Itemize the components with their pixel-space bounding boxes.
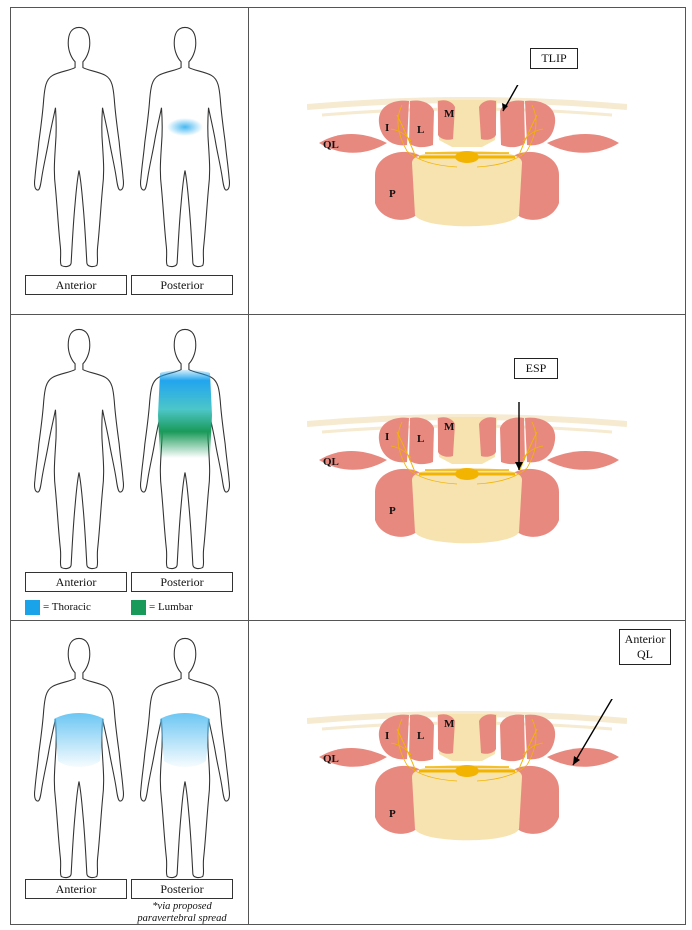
posterior-body-figure (136, 631, 234, 883)
muscle-label-quadratus-lumborum: QL (323, 139, 339, 151)
paravertebral-note: *via proposed paravertebral spread (131, 901, 233, 925)
anterior-label: Anterior (25, 879, 127, 899)
row-anterior-ql: Anterior Posterior *via proposed paraver… (10, 621, 686, 925)
legend-thoracic-label: = Thoracic (43, 601, 91, 613)
lumbar-coverage-area (167, 118, 203, 136)
row-esp: Anterior Posterior = Thoracic = Lumbar I… (10, 315, 686, 620)
muscle-label-iliocostalis: I (385, 431, 389, 443)
legend-lumbar-label: = Lumbar (149, 601, 193, 613)
dermatome-panel: Anterior Posterior (10, 7, 248, 314)
tlip-callout: TLIP (530, 48, 578, 69)
posterior-body-figure (136, 19, 234, 273)
muscle-label-multifidus: M (444, 718, 455, 730)
posterior-label: Posterior (131, 275, 233, 295)
muscle-label-longissimus: L (417, 124, 424, 136)
anterior-ql-callout: Anterior QL (619, 629, 671, 665)
esp-callout: ESP (514, 358, 558, 379)
anterior-body-figure (30, 19, 128, 273)
muscle-label-psoas: P (389, 188, 396, 200)
muscle-label-iliocostalis: I (385, 122, 389, 134)
anterior-body-figure (30, 323, 128, 573)
muscle-label-quadratus-lumborum: QL (323, 753, 339, 765)
legend-lumbar: = Lumbar (131, 598, 193, 616)
muscle-label-longissimus: L (417, 730, 424, 742)
row-tlip: Anterior Posterior I L M QL P TLIP (10, 7, 686, 314)
anterior-label: Anterior (25, 572, 127, 592)
muscle-label-longissimus: L (417, 433, 424, 445)
muscle-label-psoas: P (389, 808, 396, 820)
dermatome-panel: Anterior Posterior = Thoracic = Lumbar (10, 315, 248, 620)
anterior-coverage-area (54, 713, 104, 767)
lumbar-cross-section: I L M QL P (307, 402, 627, 562)
lumbar-cross-section: I L M QL P (307, 85, 627, 245)
lumbar-cross-section: I L M QL P (307, 699, 627, 859)
muscle-label-iliocostalis: I (385, 730, 389, 742)
posterior-coverage-area (160, 713, 210, 767)
anterior-body-figure (30, 631, 128, 883)
cross-section-panel: I L M QL P TLIP (249, 7, 686, 314)
legend-thoracic: = Thoracic (25, 598, 91, 616)
thoracic-lumbar-coverage-area (158, 370, 212, 458)
cross-section-panel: I L M QL P ESP (249, 315, 686, 620)
thoracic-swatch (25, 600, 40, 615)
anterior-label: Anterior (25, 275, 127, 295)
muscle-label-multifidus: M (444, 108, 455, 120)
muscle-label-multifidus: M (444, 421, 455, 433)
dermatome-panel: Anterior Posterior *via proposed paraver… (10, 621, 248, 925)
cross-section-panel: I L M QL P Anterior QL (249, 621, 686, 925)
posterior-body-figure (136, 323, 234, 573)
lumbar-swatch (131, 600, 146, 615)
posterior-label: Posterior (131, 879, 233, 899)
muscle-label-psoas: P (389, 505, 396, 517)
muscle-label-quadratus-lumborum: QL (323, 456, 339, 468)
posterior-label: Posterior (131, 572, 233, 592)
